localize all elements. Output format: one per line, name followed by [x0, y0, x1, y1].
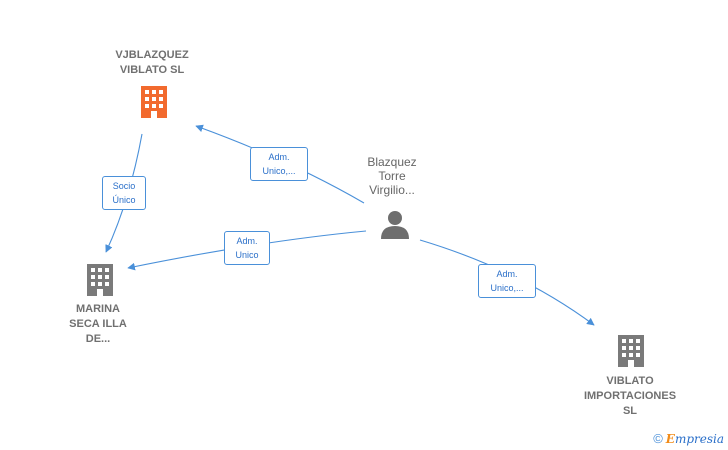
- edge-label-line-1: Adm.: [268, 152, 290, 162]
- brand-logo[interactable]: Empresia: [666, 432, 724, 446]
- edge-label-line-1: Socio: [112, 181, 136, 191]
- person-icon[interactable]: [379, 208, 411, 240]
- node-label-blazquez-torre[interactable]: Blazquez Torre Virgilio...: [352, 155, 432, 197]
- node-name-line-2: Torre: [378, 169, 406, 183]
- edge-label-line-2: Unico,...: [490, 283, 524, 293]
- node-name-line-2: IMPORTACIONES: [583, 390, 677, 402]
- building-icon[interactable]: [138, 84, 170, 120]
- edge-label-line-2: Unico: [235, 250, 259, 260]
- node-name-line-1: Blazquez: [367, 155, 417, 169]
- edge-label-line-1: Adm.: [496, 269, 518, 279]
- building-icon[interactable]: [84, 262, 116, 298]
- edge-label-socio-unico[interactable]: Socio Único: [102, 176, 146, 210]
- brand-logo-initial: E: [665, 431, 675, 446]
- node-name-line-2: VIBLATO SL: [119, 64, 185, 76]
- edge-label-line-1: Adm.: [236, 236, 258, 246]
- edge-label-line-2: Único: [112, 195, 136, 205]
- node-label-marina-seca-illa[interactable]: MARINA SECA ILLA DE...: [50, 302, 146, 347]
- brand-logo-text: mpresia: [674, 431, 724, 446]
- node-label-viblato-importaciones[interactable]: VIBLATO IMPORTACIONES SL: [574, 374, 686, 419]
- brand-footer: © Empresia: [653, 431, 724, 446]
- node-name-line-3: DE...: [85, 333, 111, 345]
- edge-label-line-2: Unico,...: [262, 166, 296, 176]
- copyright-icon: ©: [653, 431, 663, 446]
- edge-label-adm-viblato[interactable]: Adm. Unico,...: [478, 264, 536, 298]
- edge-label-adm-marina[interactable]: Adm. Unico: [224, 231, 270, 265]
- node-name-line-1: VJBLAZQUEZ: [115, 49, 189, 61]
- node-label-vjblazquez-viblato[interactable]: VJBLAZQUEZ VIBLATO SL: [92, 48, 212, 78]
- node-name-line-3: SL: [622, 405, 638, 417]
- edge-label-adm-vjblazquez[interactable]: Adm. Unico,...: [250, 147, 308, 181]
- building-icon[interactable]: [615, 333, 647, 369]
- node-name-line-3: Virgilio...: [369, 183, 415, 197]
- node-name-line-1: VIBLATO: [606, 375, 654, 387]
- node-name-line-2: SECA ILLA: [69, 318, 127, 330]
- node-name-line-1: MARINA: [76, 303, 120, 315]
